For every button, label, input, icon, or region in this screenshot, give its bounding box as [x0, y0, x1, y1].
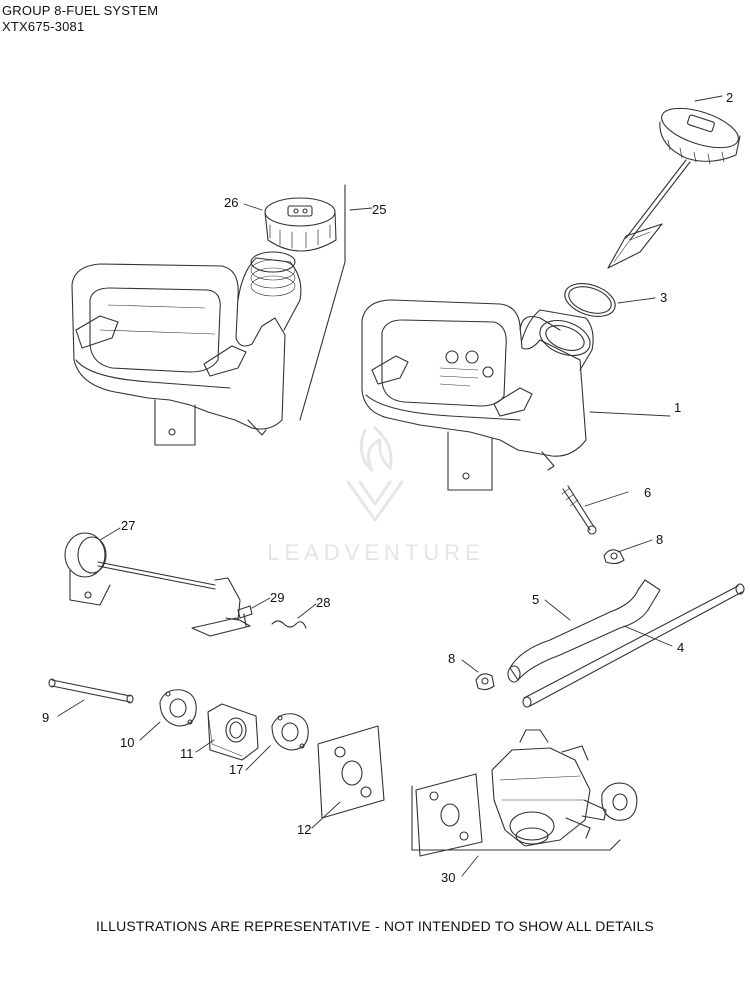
hose-clamp-8	[603, 549, 625, 565]
callout-4: 4	[677, 640, 684, 655]
fuel-cap-gasket-3	[564, 283, 616, 317]
carburetor-spacer-11	[207, 703, 259, 761]
fuel-line-4	[522, 583, 745, 708]
spring-clip-28	[271, 620, 307, 629]
fuel-pump-27	[64, 532, 251, 637]
callout-27: 27	[121, 518, 135, 533]
callout-2: 2	[726, 90, 733, 105]
diagram-group-title: GROUP 8-FUEL SYSTEM	[2, 3, 159, 18]
throttle-rod-9	[48, 678, 134, 704]
gasket-17	[271, 713, 309, 751]
callout-8-lower: 8	[448, 651, 455, 666]
callout-28: 28	[316, 595, 330, 610]
carburetor-assembly-30	[411, 729, 638, 857]
callout-3: 3	[660, 290, 667, 305]
callout-26: 26	[224, 195, 238, 210]
callout-30: 30	[441, 870, 455, 885]
callout-17: 17	[229, 762, 243, 777]
callout-9: 9	[42, 710, 49, 725]
screw-29	[237, 605, 253, 627]
callout-8-upper: 8	[656, 532, 663, 547]
callout-5: 5	[532, 592, 539, 607]
heat-shield-12	[317, 725, 385, 819]
fuel-tank-assembly-25	[71, 184, 346, 446]
fuel-cap-26	[264, 197, 337, 252]
watermark-text: LEADVENTURE	[267, 540, 485, 565]
disclaimer-footer: ILLUSTRATIONS ARE REPRESENTATIVE - NOT I…	[96, 918, 654, 934]
diagram-model-number: XTX675-3081	[2, 19, 85, 34]
callout-10: 10	[120, 735, 134, 750]
callout-25: 25	[372, 202, 386, 217]
fuel-cap-with-gauge-2	[607, 107, 741, 269]
callout-labels: 1 2 3 4 5 6 8 8 9 10 11 12 17 25 26 27 2…	[42, 90, 733, 885]
fuel-fitting-6	[561, 485, 597, 535]
callout-1: 1	[674, 400, 681, 415]
callout-29: 29	[270, 590, 284, 605]
fuel-tank-1	[361, 299, 594, 491]
gasket-10	[159, 689, 197, 727]
callout-leaders	[57, 95, 723, 877]
hose-clamp-8	[475, 673, 495, 691]
callout-11: 11	[180, 746, 194, 761]
watermark-logo	[346, 426, 404, 522]
callout-12: 12	[297, 822, 311, 837]
callout-6: 6	[644, 485, 651, 500]
fuel-hose-5	[507, 579, 661, 683]
